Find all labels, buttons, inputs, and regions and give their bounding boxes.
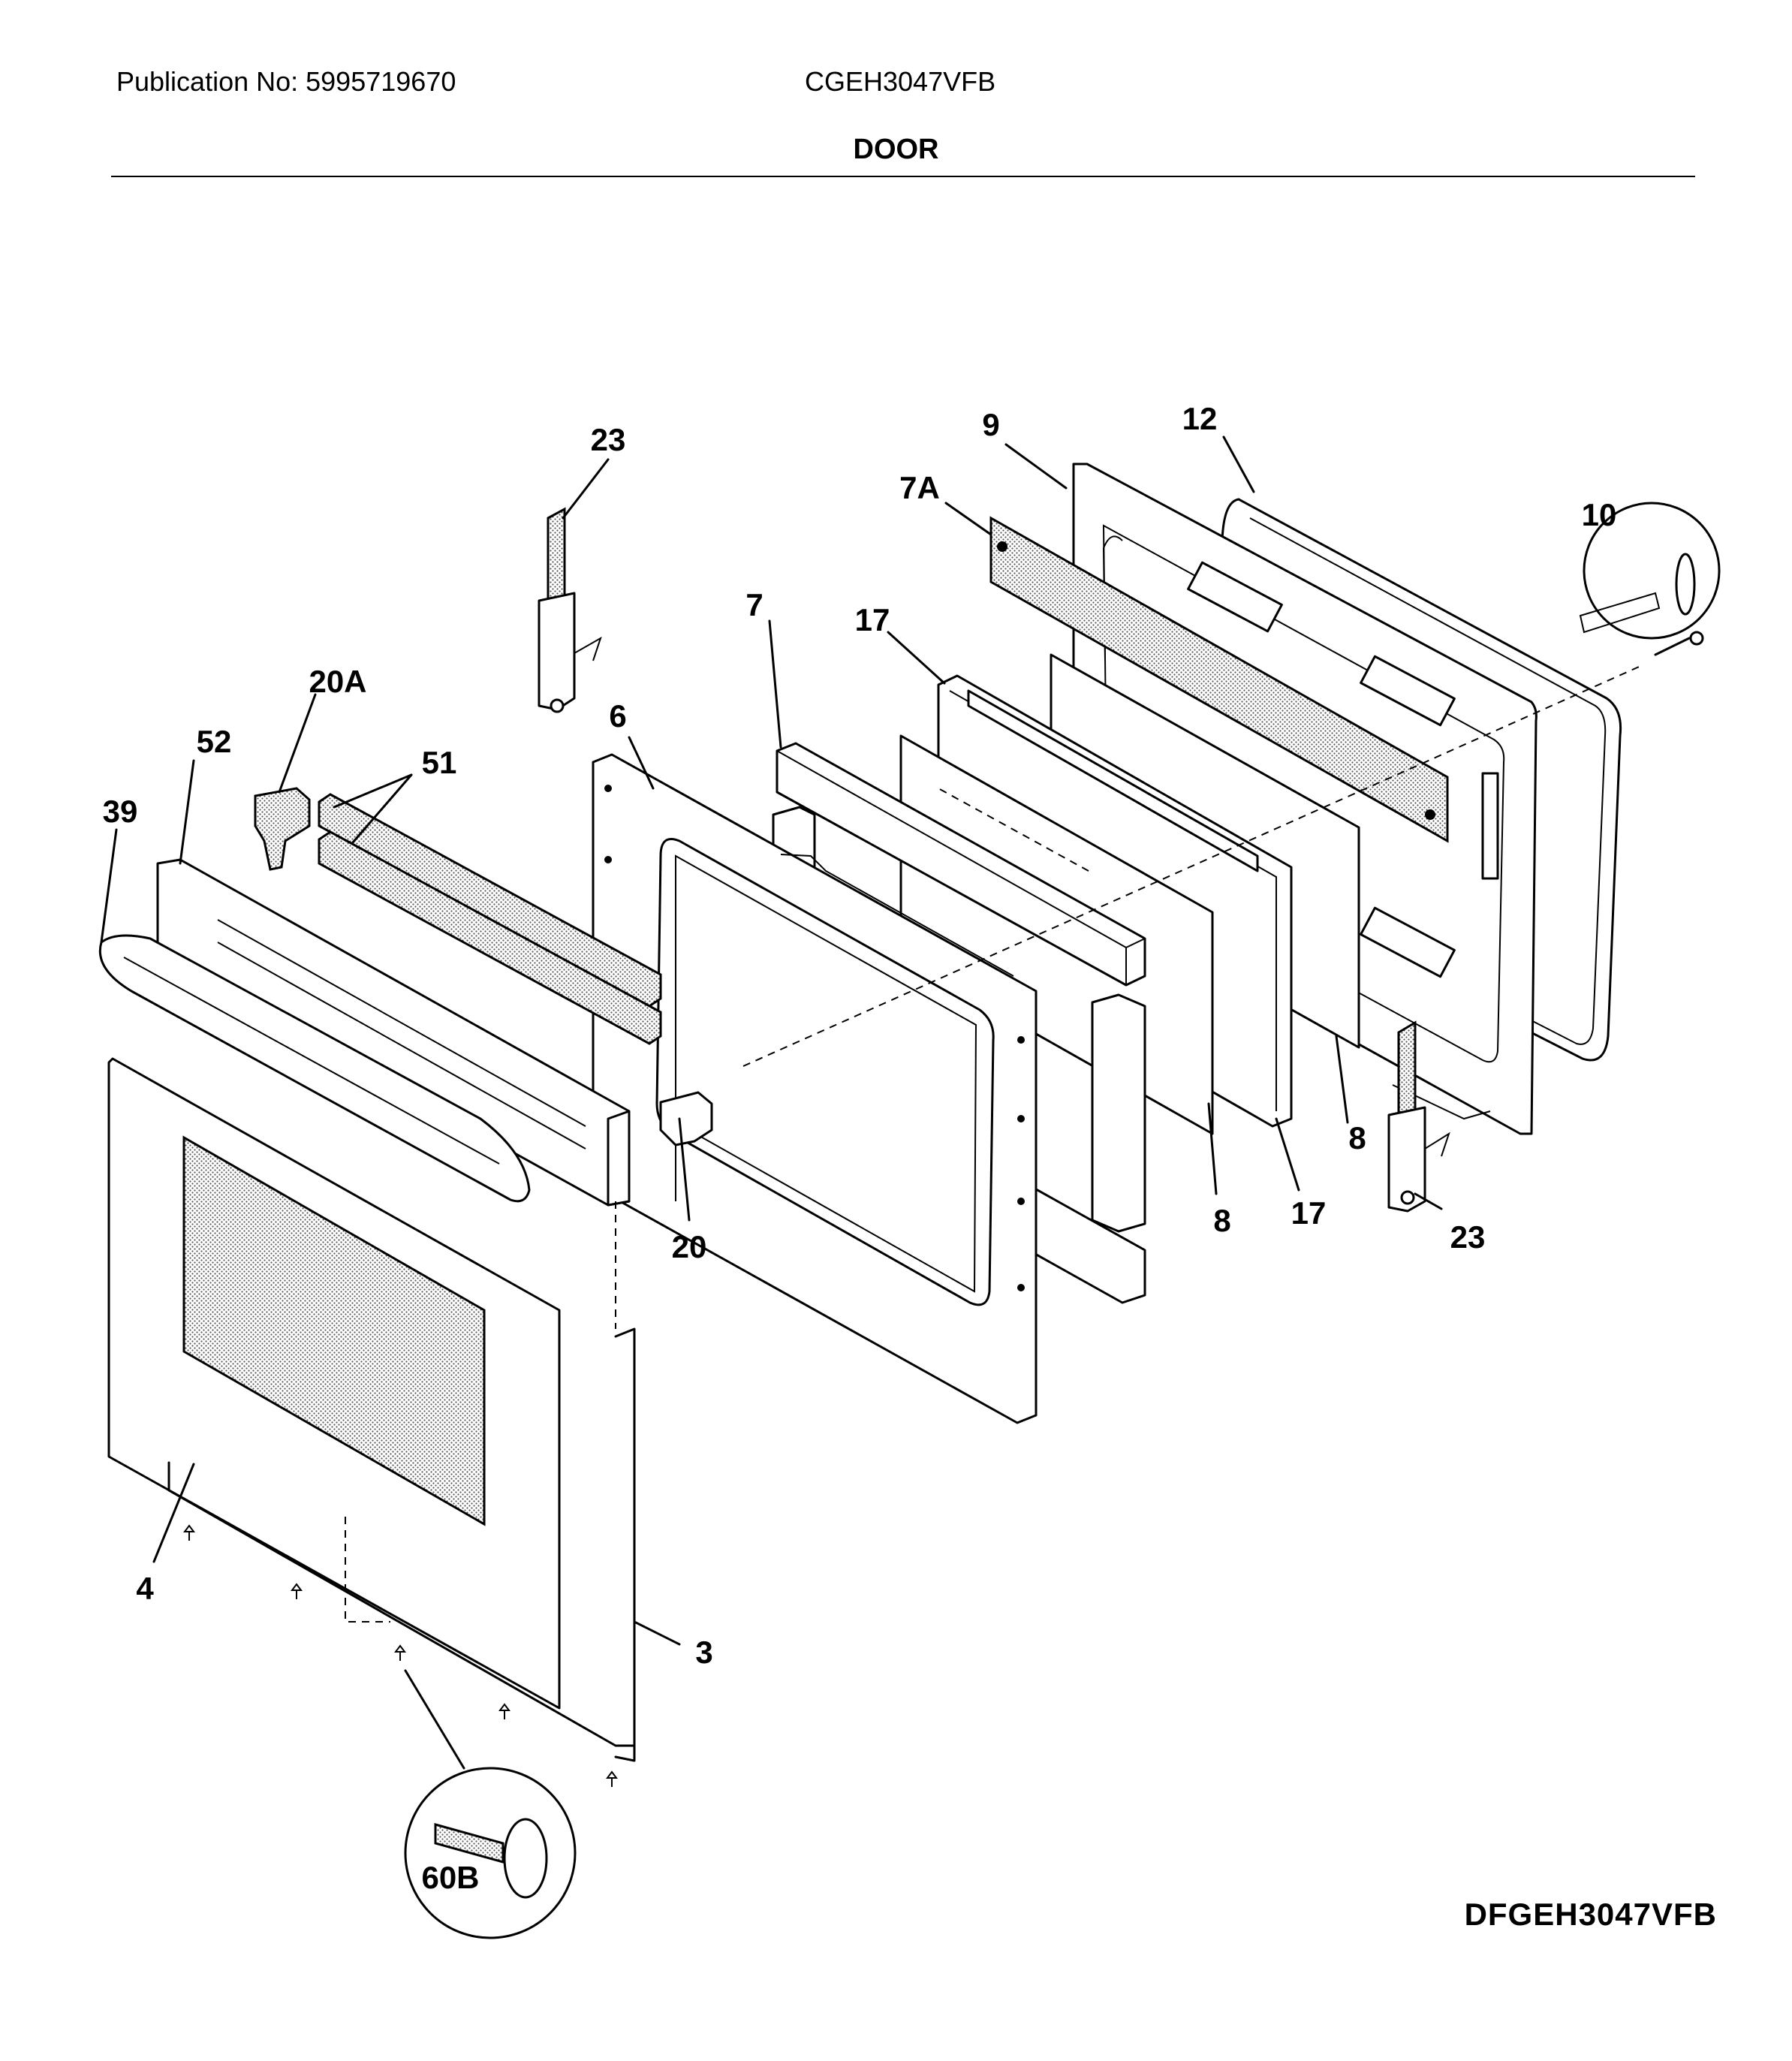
part-7A-insulation-strip: [989, 516, 1449, 843]
callout-20A: 20A: [309, 664, 366, 699]
part-3-outer-door-glass: [107, 1057, 561, 1710]
callout-23-top: 23: [591, 422, 626, 457]
callout-3: 3: [695, 1635, 712, 1670]
section-title: DOOR: [853, 134, 939, 165]
part-51-handle-rails: [318, 793, 662, 1045]
callout-9: 9: [982, 407, 999, 442]
part-4-lower-trim: [167, 1327, 636, 1762]
callout-60B: 60B: [421, 1860, 479, 1895]
callout-4: 4: [136, 1571, 154, 1606]
callout-labels: 23 9 12 7A 10 20A 52 51 39 6 7 17 20 8 1…: [103, 401, 1617, 1895]
callout-7: 7: [745, 587, 763, 622]
part-23-hinge-top: [538, 507, 602, 713]
callout-17-bottom: 17: [1291, 1195, 1327, 1231]
callout-8-left: 8: [1213, 1203, 1230, 1238]
callout-51: 51: [422, 745, 457, 780]
callout-39: 39: [103, 794, 138, 829]
callout-6: 6: [609, 698, 626, 734]
part-20-handle-bracket-right: [659, 1091, 713, 1201]
callout-7A: 7A: [899, 470, 940, 505]
part-39-handle: [98, 934, 531, 1203]
model-number: CGEH3047VFB: [805, 66, 996, 97]
part-20A-handle-bracket-left: [254, 787, 311, 871]
callout-8-right: 8: [1348, 1120, 1366, 1156]
callout-20: 20: [672, 1229, 707, 1264]
part-60B-screws: [183, 1524, 618, 1939]
callout-23-bottom: 23: [1450, 1219, 1486, 1255]
leader-lines: [100, 435, 1443, 1770]
callout-17-top: 17: [855, 602, 890, 637]
header-rule: [111, 176, 1695, 177]
callout-52: 52: [197, 724, 232, 759]
assembly-lines: [345, 664, 1645, 1623]
callout-10: 10: [1582, 497, 1617, 532]
drawing-code: DFGEH3047VFB: [1464, 1897, 1717, 1932]
part-10-screw: [1579, 502, 1721, 656]
part-12-door-gasket: [1221, 498, 1622, 1062]
callout-12: 12: [1182, 401, 1218, 436]
publication-number: Publication No: 5995719670: [116, 66, 456, 97]
part-23-hinge-bottom: [1387, 1020, 1450, 1213]
